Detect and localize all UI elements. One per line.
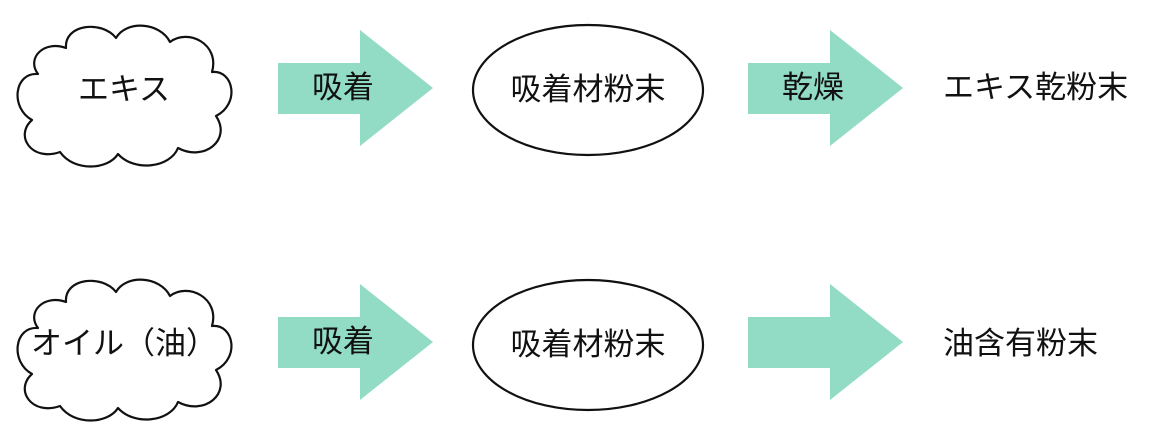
step-label-adsorb-2: 吸着 [312,323,374,360]
source-label-extract: エキス [77,71,171,108]
cloud-outline [16,24,233,168]
ellipse-outline [471,278,705,412]
cloud-shape-extract [16,24,233,168]
intermediate-label-2: 吸着材粉末 [510,326,666,363]
arrow-shape [278,30,433,146]
arrow-dry [748,30,903,146]
arrow-plain [748,284,903,400]
arrow-shape [748,30,903,146]
arrow-shape [278,284,433,400]
result-label-oil-powder: 油含有粉末 [943,326,1098,362]
step-label-adsorb-1: 吸着 [312,69,374,106]
source-label-oil: オイル（油） [31,325,217,362]
result-label-dry-extract-powder: エキス乾粉末 [943,70,1129,106]
cloud-outline [16,278,233,422]
arrow-shape [748,284,903,400]
cloud-shape-oil [16,278,233,422]
arrow-adsorb-1 [278,30,433,146]
intermediate-label-1: 吸着材粉末 [510,71,666,108]
ellipse-adsorbent-powder-1 [471,23,705,157]
ellipse-outline [471,23,705,157]
ellipse-adsorbent-powder-2 [471,278,705,412]
step-label-dry: 乾燥 [782,69,844,106]
arrow-adsorb-2 [278,284,433,400]
